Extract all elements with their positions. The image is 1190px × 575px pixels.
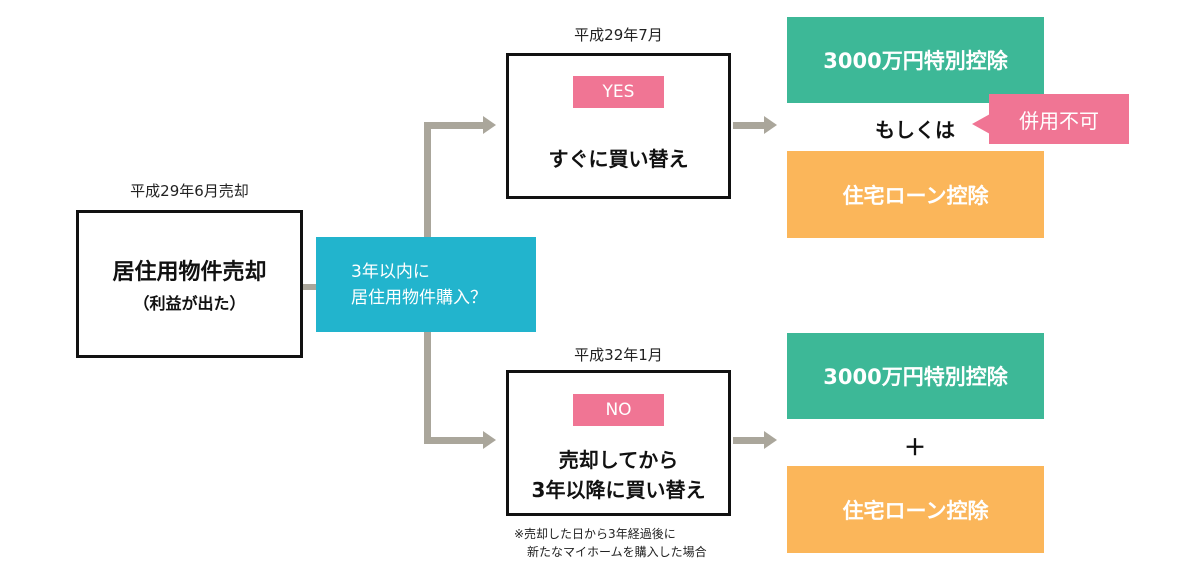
yes-box: [506, 53, 731, 199]
connector-no-result: [733, 437, 765, 444]
start-date-label: 平成29年6月売却: [130, 182, 249, 200]
arrow-to-yes-icon: [483, 116, 496, 134]
yes-result-bottom: 住宅ローン控除: [787, 151, 1044, 238]
no-badge: NO: [573, 394, 664, 426]
start-box: 居住用物件売却 （利益が出た）: [76, 210, 303, 358]
start-subtitle: （利益が出た）: [133, 294, 246, 313]
yes-date-label: 平成29年7月: [574, 26, 663, 44]
connector-up-vertical: [424, 122, 431, 237]
connector-start-question: [303, 284, 316, 290]
question-line1: 3年以内に: [351, 261, 430, 282]
arrow-to-no-result-icon: [764, 431, 777, 449]
no-result-bottom: 住宅ローン控除: [787, 466, 1044, 553]
no-date-label: 平成32年1月: [574, 346, 663, 364]
no-note-line2: 新たなマイホームを購入した場合: [527, 545, 707, 559]
callout-not-combinable: 併用不可: [989, 94, 1129, 144]
no-note-line1: ※売却した日から3年経過後に: [514, 527, 676, 541]
arrow-to-no-icon: [483, 431, 496, 449]
callout-pointer: [972, 114, 990, 134]
yes-badge: YES: [573, 76, 664, 108]
yes-result-top: 3000万円特別控除: [787, 17, 1044, 103]
question-box: 3年以内に 居住用物件購入？: [316, 237, 536, 332]
yes-text: すぐに買い替え: [548, 147, 689, 171]
yes-connector-text: もしくは: [875, 118, 955, 142]
connector-down-vertical: [424, 332, 431, 444]
question-line2: 居住用物件購入？: [351, 287, 487, 308]
connector-yes-horizontal: [424, 122, 484, 129]
no-text-line2: 3年以降に買い替え: [531, 478, 706, 502]
connector-no-horizontal: [424, 437, 484, 444]
no-text-line1: 売却してから: [558, 448, 679, 472]
no-result-top: 3000万円特別控除: [787, 333, 1044, 419]
arrow-to-yes-result-icon: [764, 116, 777, 134]
no-connector-plus: ＋: [903, 436, 926, 461]
connector-yes-result: [733, 122, 765, 129]
start-title: 居住用物件売却: [112, 260, 267, 285]
